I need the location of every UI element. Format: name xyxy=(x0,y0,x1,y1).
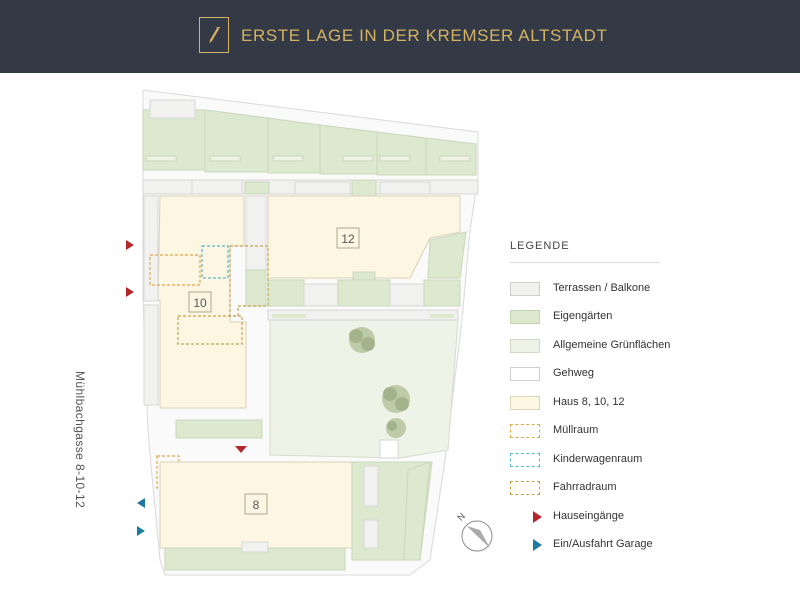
legend-divider xyxy=(510,262,660,263)
muellraum-area xyxy=(149,254,201,286)
legend-item: Gehweg xyxy=(510,366,710,384)
allg-gruen-swatch xyxy=(510,339,540,353)
haus-10-label-box xyxy=(188,291,212,313)
kinderwagenraum-swatch xyxy=(510,453,540,467)
compass-icon: N xyxy=(455,511,493,552)
legend-item: Hauseingänge xyxy=(510,509,710,527)
eigengaerten-swatch xyxy=(510,310,540,324)
gardens-haus-8 xyxy=(164,461,433,571)
haus-8-label: 8 xyxy=(253,498,260,512)
garage-exit-marker xyxy=(137,498,145,508)
legend-item: Eigengärten xyxy=(510,309,710,327)
hauseingang-marker-icon xyxy=(533,511,542,523)
haus-8-label-box xyxy=(244,493,268,515)
terrassen-swatch xyxy=(510,282,540,296)
legend-item: Fahrradraum xyxy=(510,480,710,498)
fahrradraum-swatch xyxy=(510,481,540,495)
legend-title: LEGENDE xyxy=(510,240,570,252)
tree-icon xyxy=(382,385,410,413)
fahrradraum-area xyxy=(177,315,243,345)
kinderwagenraum-area xyxy=(201,245,229,279)
top-gardens xyxy=(142,99,477,176)
page-title: ERSTE LAGE IN DER KREMSER ALTSTADT xyxy=(241,26,608,45)
legend-item: Haus 8, 10, 12 xyxy=(510,395,710,413)
legend-item: Ein/Ausfahrt Garage xyxy=(510,537,710,555)
haus-swatch xyxy=(510,396,540,410)
haus-10 xyxy=(157,195,247,409)
gardens-haus-12 xyxy=(267,231,467,307)
tree-icon xyxy=(386,418,406,438)
compass-label: N xyxy=(455,511,467,523)
header-bar: ERSTE LAGE IN DER KREMSER ALTSTADT xyxy=(0,0,800,73)
site-plan-map: 12 10 8 xyxy=(126,89,493,576)
gehweg-swatch xyxy=(510,367,540,381)
path-strip xyxy=(267,309,459,321)
legend-item: Terrassen / Balkone xyxy=(510,281,710,299)
legend: LEGENDE Terrassen / Balkone Eigengärten … xyxy=(510,240,690,551)
legend-item: Allgemeine Grünflächen xyxy=(510,338,710,356)
hauseingang-marker xyxy=(126,240,134,250)
legend-item: Kinderwagenraum xyxy=(510,452,710,470)
haus-12-label-box xyxy=(336,227,360,249)
haus-12-label: 12 xyxy=(341,232,355,246)
garage-entry-marker xyxy=(137,526,145,536)
terraces-top xyxy=(142,179,479,205)
street-label: Mühlbachgasse 8-10-12 xyxy=(73,371,87,509)
pen-nib-logo-icon xyxy=(199,17,229,53)
haus-10-label: 10 xyxy=(193,296,207,310)
garden-patch xyxy=(245,269,267,307)
garage-marker-icon xyxy=(533,539,542,551)
tree-icon xyxy=(349,327,375,353)
hauseingang-marker xyxy=(126,287,134,297)
muellraum-swatch xyxy=(510,424,540,438)
terrace-strip xyxy=(143,304,159,406)
garden-patch xyxy=(175,419,263,439)
legend-item: Müllraum xyxy=(510,423,710,441)
hauseingang-marker xyxy=(235,446,247,453)
terrace-strip xyxy=(143,195,159,302)
